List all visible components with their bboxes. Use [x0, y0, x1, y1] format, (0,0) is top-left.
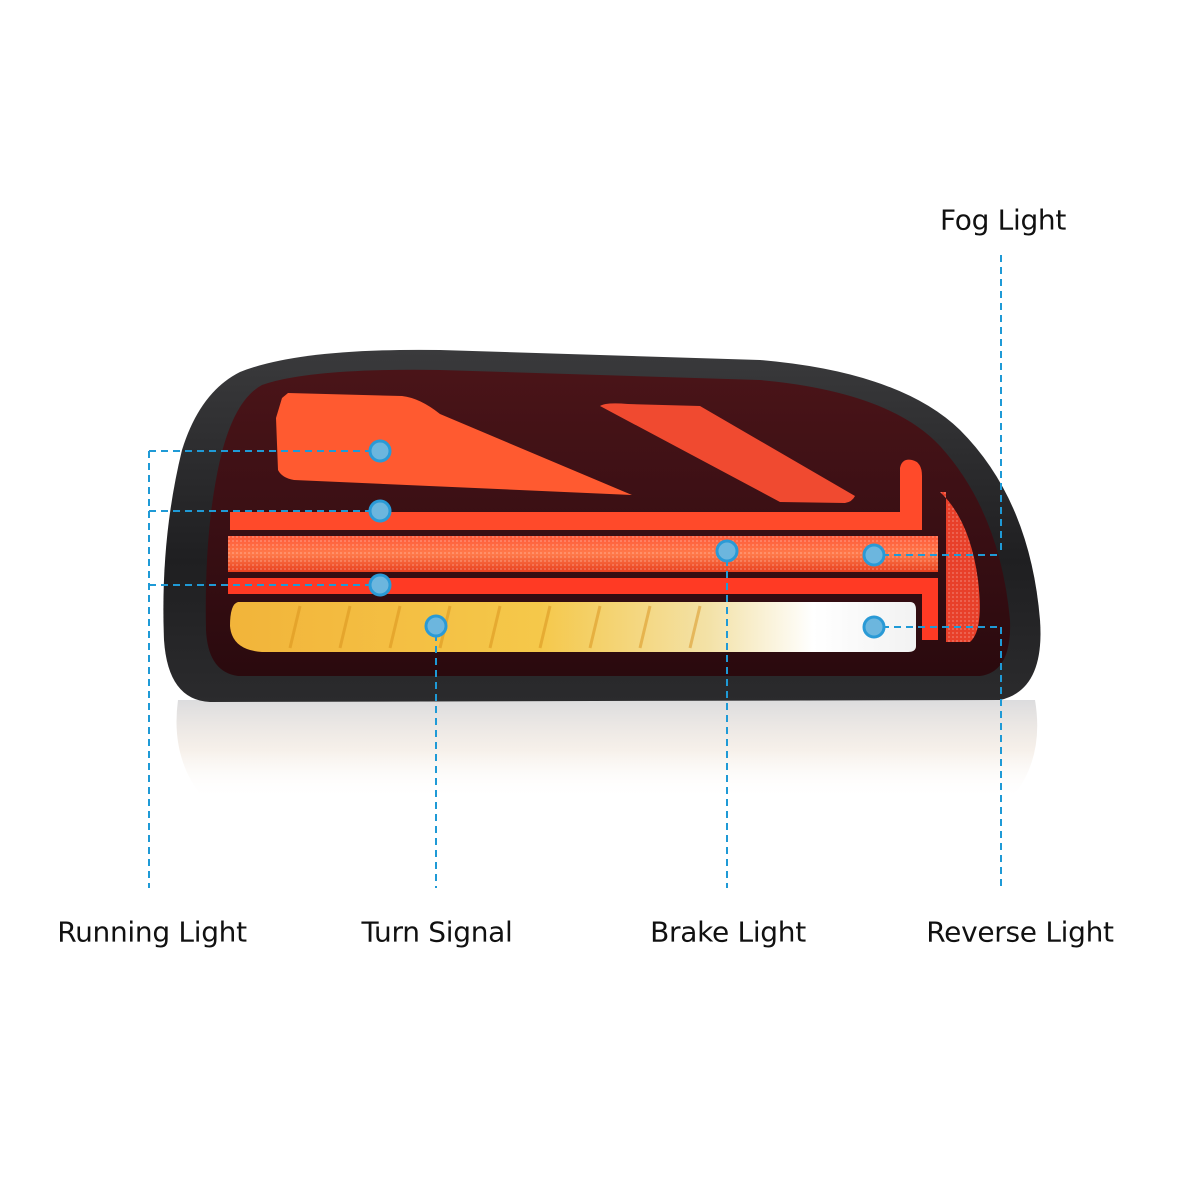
callout-dots	[368, 439, 886, 639]
running-blade-right	[600, 403, 855, 503]
running-light-dot-1	[368, 439, 392, 463]
label-brake-light: Brake Light	[650, 915, 806, 949]
label-fog-light: Fog Light	[939, 203, 1067, 237]
turn-signal-dot	[424, 614, 448, 638]
running-blade-left	[276, 393, 632, 495]
brake-light-dot	[715, 539, 739, 563]
reverse-light-dot	[862, 615, 886, 639]
running-light-dot-2	[368, 499, 392, 523]
running-light-dot-3	[368, 573, 392, 597]
turn-reverse-bar	[230, 602, 916, 652]
label-running-light: Running Light	[57, 915, 247, 949]
fog-light-dot	[862, 543, 886, 567]
callout-lines	[148, 255, 1002, 888]
running-bar-upper	[230, 459, 922, 530]
reflection	[176, 700, 1038, 800]
label-reverse-light: Reverse Light	[926, 915, 1114, 949]
running-bar-lower	[228, 578, 938, 640]
turn-segments	[288, 605, 702, 649]
label-turn-signal: Turn Signal	[361, 915, 513, 949]
